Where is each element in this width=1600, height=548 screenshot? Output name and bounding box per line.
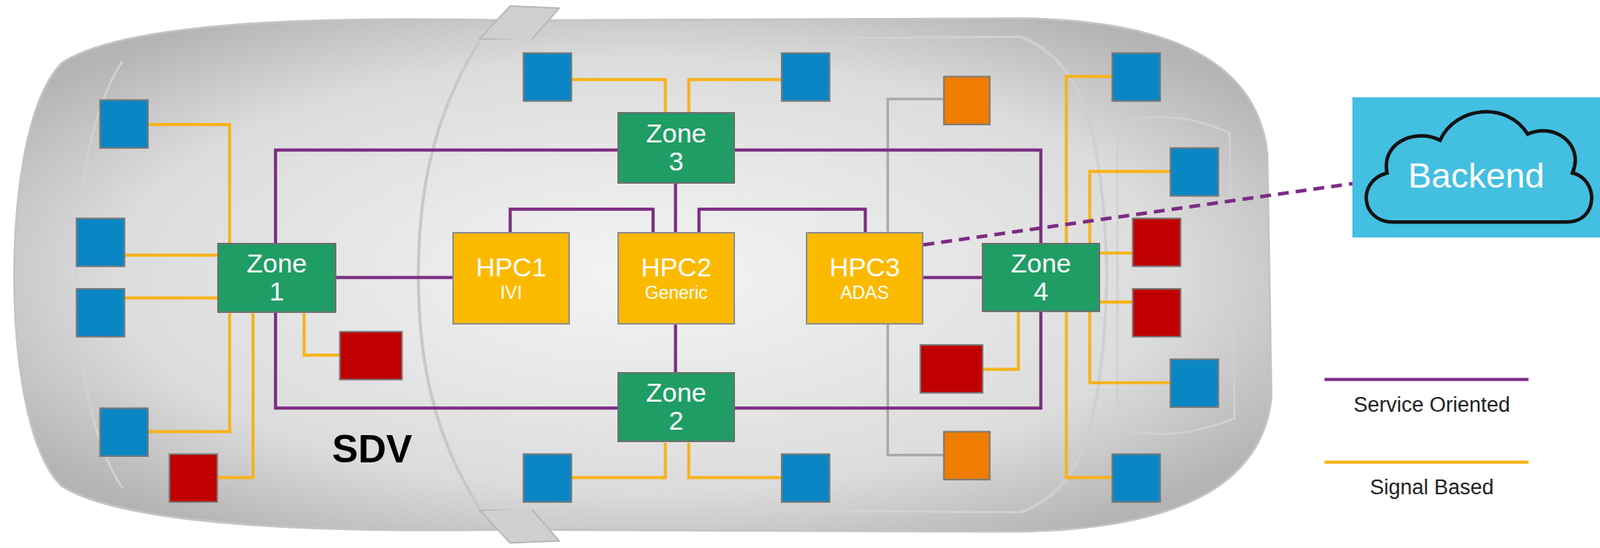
signal-wire <box>304 312 341 356</box>
node-title: Zone 4 <box>1010 249 1072 306</box>
hpc-box: HPC2Generic <box>617 232 735 325</box>
signal-wire <box>1100 251 1133 255</box>
signal-wire <box>147 312 230 432</box>
zone-controller: Zone 3 <box>617 112 735 184</box>
trunk-lid <box>1117 116 1235 434</box>
cloud-outline <box>1366 112 1592 223</box>
service-link <box>734 150 1041 243</box>
service-link <box>923 275 982 279</box>
zone-controller: Zone 1 <box>217 242 337 313</box>
car-body <box>14 18 1272 532</box>
sensor-square <box>99 99 148 148</box>
signal-wire <box>124 296 218 300</box>
node-subtitle: Generic <box>644 282 708 305</box>
service-link <box>509 209 653 233</box>
orange-square <box>943 76 990 125</box>
grey-wire <box>887 98 944 232</box>
zone-controller: Zone 2 <box>617 372 735 443</box>
sensor-square <box>523 453 572 503</box>
actuator-square <box>1132 288 1182 338</box>
sensor-square <box>76 218 125 268</box>
sensor-square <box>1112 52 1161 102</box>
ecu-squares <box>76 52 1219 503</box>
side-mirror <box>479 6 560 42</box>
signal-wire <box>1066 312 1113 478</box>
service-link <box>336 275 453 279</box>
signal-wire <box>217 312 254 478</box>
service-link <box>699 209 866 233</box>
signal-wires <box>124 76 1171 478</box>
side-mirror <box>479 508 560 544</box>
signal-wire <box>689 443 782 479</box>
hpc-box: HPC3ADAS <box>805 232 924 325</box>
node-title: Zone 1 <box>246 249 308 306</box>
node-title: HPC2 <box>640 252 712 283</box>
signal-wire <box>571 79 666 113</box>
service-link <box>674 324 678 373</box>
node-subtitle: IVI <box>499 282 522 305</box>
cloud-link <box>923 183 1353 246</box>
node-title: Zone 3 <box>646 119 707 176</box>
backend-cloud: Backend <box>1352 97 1600 238</box>
node-title: HPC1 <box>475 252 547 283</box>
legend-line <box>1324 460 1529 465</box>
signal-wire <box>571 443 666 479</box>
sensor-square <box>76 288 125 338</box>
signal-wire <box>982 312 1019 370</box>
zone-controller: Zone 4 <box>981 242 1101 313</box>
legend-line <box>1324 378 1529 382</box>
vehicle-label: SDV <box>332 426 413 472</box>
signal-wire <box>124 253 218 257</box>
sensor-square <box>1112 453 1161 503</box>
service-link <box>275 150 618 243</box>
node-subtitle: ADAS <box>840 282 890 305</box>
orange-square <box>943 432 990 481</box>
actuator-square <box>920 344 983 394</box>
actuator-square <box>339 331 402 380</box>
sensor-square <box>1170 358 1219 408</box>
actuator-square <box>169 453 219 503</box>
legend-text: Service Oriented <box>1353 393 1510 418</box>
hpc-box: HPC1IVI <box>452 232 570 325</box>
sensor-square <box>523 52 572 102</box>
sensor-square <box>1170 147 1219 197</box>
service-link <box>275 312 618 408</box>
node-title: Backend <box>1407 155 1544 197</box>
signal-wire <box>689 79 782 113</box>
signal-wire <box>147 124 230 243</box>
service-link <box>674 183 678 233</box>
node-title: HPC3 <box>829 252 901 283</box>
sensor-square <box>781 453 830 503</box>
sensor-square <box>99 407 148 457</box>
actuator-square <box>1132 218 1182 268</box>
legend-text: Signal Based <box>1369 475 1494 500</box>
signal-wire <box>1100 300 1133 304</box>
node-title: Zone 2 <box>646 379 707 435</box>
service-link <box>734 312 1041 408</box>
sensor-square <box>781 52 830 102</box>
